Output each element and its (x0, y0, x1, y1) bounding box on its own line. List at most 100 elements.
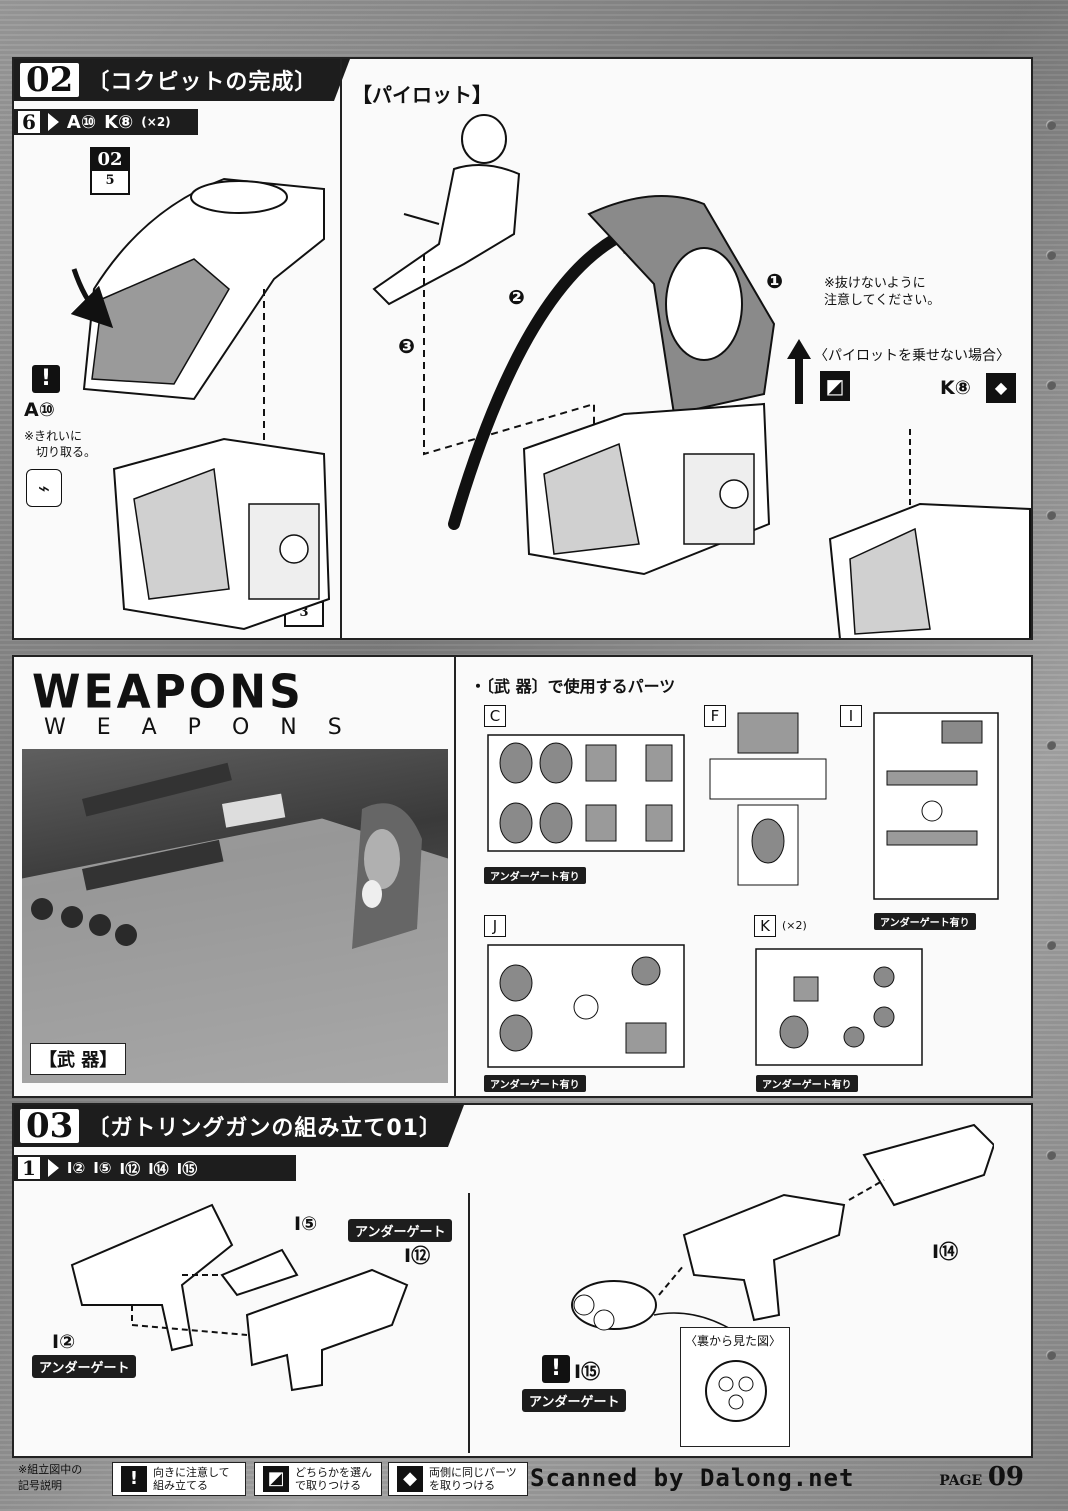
step-header: 03 〔ガトリングガンの組み立て01〕 (14, 1105, 464, 1147)
panel-divider (454, 657, 456, 1096)
under-gate-tag: アンダーゲート (522, 1389, 627, 1412)
step-arrow-2: ❷ (508, 285, 525, 309)
part-label-i12: I⑫ (404, 1245, 431, 1267)
rivet (1046, 1350, 1056, 1360)
caution-icon: ! (121, 1466, 147, 1492)
rivet (1046, 940, 1056, 950)
part-label-i2: I② (52, 1331, 76, 1353)
rivet (1046, 380, 1056, 390)
no-pilot-part: K⑧ (940, 377, 971, 399)
weapons-heading: WEAPONS W E A P O N S (32, 665, 354, 740)
gun-body-drawing (70, 1203, 409, 1392)
legend-text: 組み立てる (153, 1479, 208, 1492)
runner-letter-k: K (754, 915, 776, 937)
legend-title-line: ※組立図中の (18, 1463, 83, 1476)
legend-text: で取りつける (295, 1479, 362, 1492)
weapons-photo: 【武 器】 (22, 749, 448, 1083)
legend-text: どちらかを選ん (295, 1466, 372, 1479)
under-gate-tag: アンダーゲート (32, 1355, 137, 1378)
choose-one-icon: ◩ (820, 371, 850, 401)
no-pilot-drawing (828, 429, 1031, 638)
substep-number: 1 (18, 1157, 40, 1179)
substep-number: 6 (18, 111, 40, 133)
under-gate-tag: アンダーゲート有り (484, 1075, 586, 1092)
play-arrow-icon (47, 113, 59, 131)
page-prefix: PAGE (939, 1473, 983, 1489)
ref-step: 02 (92, 149, 128, 171)
runner-c-drawing (487, 734, 685, 852)
step-header: 02 〔コクピットの完成〕 (14, 59, 350, 101)
runner-k-qty: (×2) (782, 919, 807, 932)
runner-letter-c: C (484, 705, 506, 727)
back-view-label: 〈裏から見た図〉 (685, 1334, 782, 1348)
rivet (1046, 120, 1056, 130)
back-view-box: 〈裏から見た図〉 (680, 1327, 790, 1447)
photo-scene (22, 762, 448, 1083)
panel-divider (468, 1193, 470, 1453)
legend-title: ※組立図中の 記号説明 (18, 1462, 82, 1494)
step-title: 〔コクピットの完成〕 (87, 70, 318, 95)
weapons-logo: WEAPONS (32, 665, 304, 720)
part-label-i14: I⑭ (932, 1241, 959, 1263)
gun-assembly-drawing (571, 1123, 994, 1346)
under-gate-tag: アンダーゲート有り (484, 867, 586, 884)
rivet (1046, 510, 1056, 520)
gatling-step-panel: 03 〔ガトリングガンの組み立て01〕 1 I② I⑤ I⑫ I⑭ I⑮ I⑤ … (12, 1103, 1033, 1458)
caution-note: ※抜けないように (824, 276, 926, 291)
step-ref-box: 02 5 (90, 147, 130, 195)
rivet (1046, 1150, 1056, 1160)
parts-list-title: ・〔武 器〕で使用するパーツ (470, 677, 676, 696)
panel-divider (340, 59, 342, 638)
part-label-i15: I⑮ (574, 1361, 601, 1383)
step-arrow-3: ❸ (398, 334, 415, 358)
ref-substep: 5 (105, 173, 115, 188)
legend-text: を取りつける (429, 1479, 496, 1492)
legend-text: 両側に同じパーツ (429, 1466, 517, 1479)
part-ref: A⑩ (66, 111, 97, 133)
back-view-drawing (705, 1360, 767, 1422)
runner-j-drawing (487, 944, 685, 1068)
caution-icon: ! (542, 1355, 570, 1383)
runner-letter-f: F (704, 705, 726, 727)
part-ref: I② (66, 1159, 86, 1177)
photo-label: 【武 器】 (30, 1043, 127, 1075)
choose-one-icon: ◩ (263, 1466, 289, 1492)
no-pilot-title: 〈パイロットを乗せない場合〉 (814, 348, 1010, 364)
both-sides-icon: ◆ (986, 373, 1016, 403)
runner-letter-i: I (840, 705, 862, 727)
both-sides-icon: ◆ (397, 1466, 423, 1492)
runner-k-drawing (755, 948, 923, 1066)
legend-item-both-sides: ◆ 両側に同じパーツを取りつける (388, 1462, 528, 1496)
part-ref: I⑤ (93, 1159, 112, 1177)
part-ref: I⑭ (148, 1159, 169, 1178)
scan-credit: Scanned by Dalong.net (530, 1464, 855, 1492)
pilot-label: 【パイロット】 (352, 83, 492, 107)
under-gate-tag: アンダーゲート (348, 1219, 453, 1242)
symbol-legend: ※組立図中の 記号説明 ! 向きに注意して組み立てる ◩ どちらかを選んで取りつ… (12, 1460, 1033, 1500)
ref-substep: 3 (299, 605, 309, 620)
step-number: 03 (20, 1109, 79, 1143)
part-label-i5: I⑤ (294, 1213, 318, 1235)
step-title: 〔ガトリングガンの組み立て01〕 (87, 1116, 442, 1141)
runner-f-drawing (709, 712, 827, 886)
under-gate-tag: アンダーゲート有り (874, 913, 976, 930)
weapons-subtitle: W E A P O N S (44, 715, 354, 740)
caution-note: 注意してください。 (824, 293, 941, 308)
part-ref: K⑧ (104, 111, 134, 133)
rivet (1046, 740, 1056, 750)
substep-bar: 6 A⑩ K⑧ (×2) (14, 109, 198, 135)
legend-item-choose: ◩ どちらかを選んで取りつける (254, 1462, 382, 1496)
legend-title-line: 記号説明 (18, 1479, 62, 1492)
part-qty: (×2) (141, 115, 171, 129)
cut-note: 切り取る。 (36, 445, 97, 459)
legend-item-caution: ! 向きに注意して組み立てる (112, 1462, 246, 1496)
cut-part-label: A⑩ (24, 399, 55, 421)
part-ref: I⑮ (176, 1159, 198, 1178)
runner-i-drawing (873, 712, 999, 900)
cockpit-assembly-drawing (70, 177, 331, 631)
weapons-panel: WEAPONS W E A P O N S 【武 器】 ・〔武 器〕で使用するパ… (12, 655, 1033, 1098)
cut-note: ※きれいに (24, 429, 83, 443)
cockpit-step-panel: 02 〔コクピットの完成〕 6 A⑩ K⑧ (×2) 02 5 02 3 ! A… (12, 57, 1033, 640)
rivet (1046, 250, 1056, 260)
page-number: PAGE 09 (939, 1462, 1024, 1492)
